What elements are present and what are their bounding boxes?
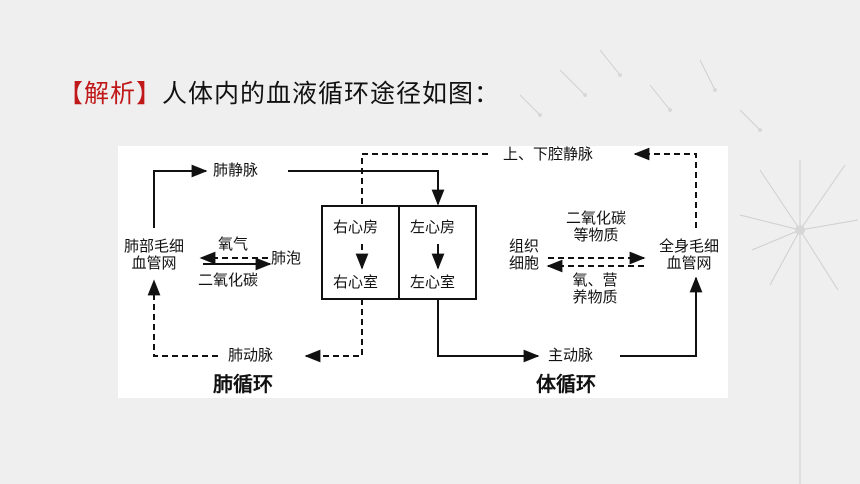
- venae-cavae-label: 上、下腔静脉: [503, 145, 594, 163]
- right-ventricle-label: 右心室: [333, 273, 379, 291]
- co2-etc-label: 二氧化碳 等物质: [565, 209, 626, 244]
- venae-cavae-arrow: [633, 147, 697, 228]
- diagram-lines: [147, 147, 703, 363]
- body-capillaries-label: 全身毛细 血管网: [658, 237, 719, 272]
- aorta-label: 主动脉: [548, 346, 594, 364]
- tissue-cells-label: 组织 细胞: [508, 237, 539, 272]
- oxygen-nutrients-label: 氧、营 养物质: [572, 271, 618, 306]
- right-atrium-label: 右心房: [333, 218, 379, 236]
- lung-capillaries-label: 肺部毛细 血管网: [123, 237, 184, 272]
- systemic-circulation-label: 体循环: [536, 372, 596, 396]
- left-atrium-label: 左心房: [410, 218, 456, 236]
- left-ventricle-label: 左心室: [410, 273, 456, 291]
- oxygen-label: 氧气: [218, 235, 249, 253]
- alveoli-label: 肺泡: [271, 249, 302, 267]
- analysis-tag: 【解析】: [58, 79, 163, 108]
- pulmonary-artery-arrow: [304, 299, 363, 363]
- aorta-arrow: [437, 299, 540, 363]
- pulmonary-circulation-label: 肺循环: [213, 372, 273, 396]
- page-title: 【解析】人体内的血液循环途径如图：: [58, 74, 500, 110]
- pulmonary-vein-arrow: [153, 164, 208, 228]
- blood-circulation-diagram: 肺静脉 上、下腔静脉 右心房 左心房 右心室 左心室 肺部毛细 血管网 肺泡 氧…: [118, 146, 728, 398]
- pulmonary-artery-label: 肺动脉: [228, 346, 274, 364]
- co2-label: 二氧化碳: [198, 271, 259, 289]
- title-text: 人体内的血液循环途径如图：: [162, 79, 501, 108]
- pulmonary-vein-label: 肺静脉: [213, 161, 259, 179]
